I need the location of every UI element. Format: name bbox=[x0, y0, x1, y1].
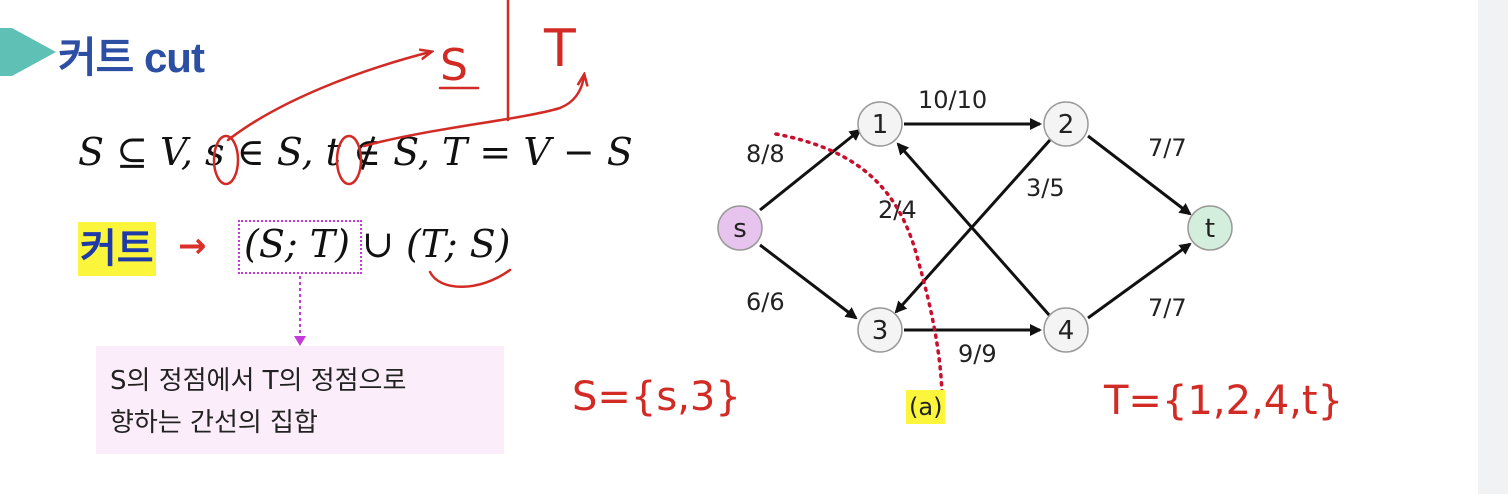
node-4-label: 4 bbox=[1058, 316, 1075, 346]
right-arrow-icon: → bbox=[178, 226, 207, 266]
node-s bbox=[717, 205, 763, 251]
edge-4-1 bbox=[896, 142, 1052, 317]
node-1-label: 1 bbox=[872, 110, 889, 140]
cut-set-formula: S ⊆ V, s ∈ S, t ∉ S, T = V − S bbox=[78, 130, 633, 174]
page-title: 커트 cut bbox=[58, 34, 205, 81]
node-s-label: s bbox=[733, 214, 747, 244]
edge-label-2-t: 7/7 bbox=[1148, 134, 1187, 162]
cut-expression: (S; T) ∪ (T; S) bbox=[244, 222, 511, 266]
node-3 bbox=[857, 307, 903, 353]
handwritten-circle-t bbox=[335, 134, 363, 186]
handwritten-underline bbox=[428, 268, 512, 288]
edge-label-s-3: 6/6 bbox=[746, 288, 785, 316]
edge-label-4-t: 7/7 bbox=[1148, 294, 1187, 322]
node-t bbox=[1187, 205, 1233, 251]
handwritten-S: S bbox=[440, 40, 468, 91]
edge-label-1-2: 10/10 bbox=[918, 86, 987, 114]
node-4 bbox=[1043, 307, 1089, 353]
edge-2-3 bbox=[894, 138, 1052, 314]
edge-label-2-3: 3/5 bbox=[1026, 174, 1065, 202]
connector-arrowhead bbox=[294, 336, 306, 346]
handwritten-circle-s bbox=[212, 134, 240, 186]
expression-t-to-s: (T; S) bbox=[405, 222, 511, 266]
edge-label-s-1: 8/8 bbox=[746, 140, 785, 168]
handwritten-arrow-to-S bbox=[226, 52, 430, 142]
callout-line-1: S의 정점에서 T의 정점으로 bbox=[110, 366, 407, 396]
title-arrow-icon bbox=[12, 28, 56, 76]
node-t-label: t bbox=[1205, 214, 1215, 244]
node-3-label: 3 bbox=[872, 316, 889, 346]
node-1 bbox=[857, 101, 903, 147]
edge-s-3 bbox=[759, 243, 858, 320]
edge-s-1 bbox=[759, 128, 862, 212]
edge-2-t bbox=[1087, 134, 1192, 216]
node-2 bbox=[1043, 101, 1089, 147]
handwritten-T: T bbox=[543, 19, 576, 79]
highlight-box bbox=[238, 220, 362, 274]
handwriting-annotations bbox=[212, 0, 584, 288]
callout-box: S의 정점에서 T의 정점으로 향하는 간선의 집합 bbox=[96, 346, 504, 454]
callout-line-2: 향하는 간선의 집합 bbox=[110, 408, 318, 438]
handwritten-set-T: T={1,2,4,t} bbox=[1103, 378, 1343, 424]
right-margin-shade bbox=[1478, 0, 1508, 494]
union-symbol: ∪ bbox=[362, 222, 394, 266]
cut-line bbox=[774, 132, 944, 394]
expression-s-to-t: (S; T) bbox=[244, 222, 350, 266]
handwritten-arrow-to-T bbox=[362, 76, 584, 148]
edge-label-4-1: 2/4 bbox=[878, 196, 917, 224]
node-2-label: 2 bbox=[1058, 110, 1075, 140]
handwritten-set-S: S={s,3} bbox=[572, 374, 741, 420]
edge-4-t bbox=[1087, 242, 1192, 320]
title-marker bbox=[0, 28, 12, 76]
cut-tag: (a) bbox=[906, 390, 946, 424]
edge-label-3-4: 9/9 bbox=[958, 340, 997, 368]
cut-label: 커트 bbox=[78, 222, 156, 276]
